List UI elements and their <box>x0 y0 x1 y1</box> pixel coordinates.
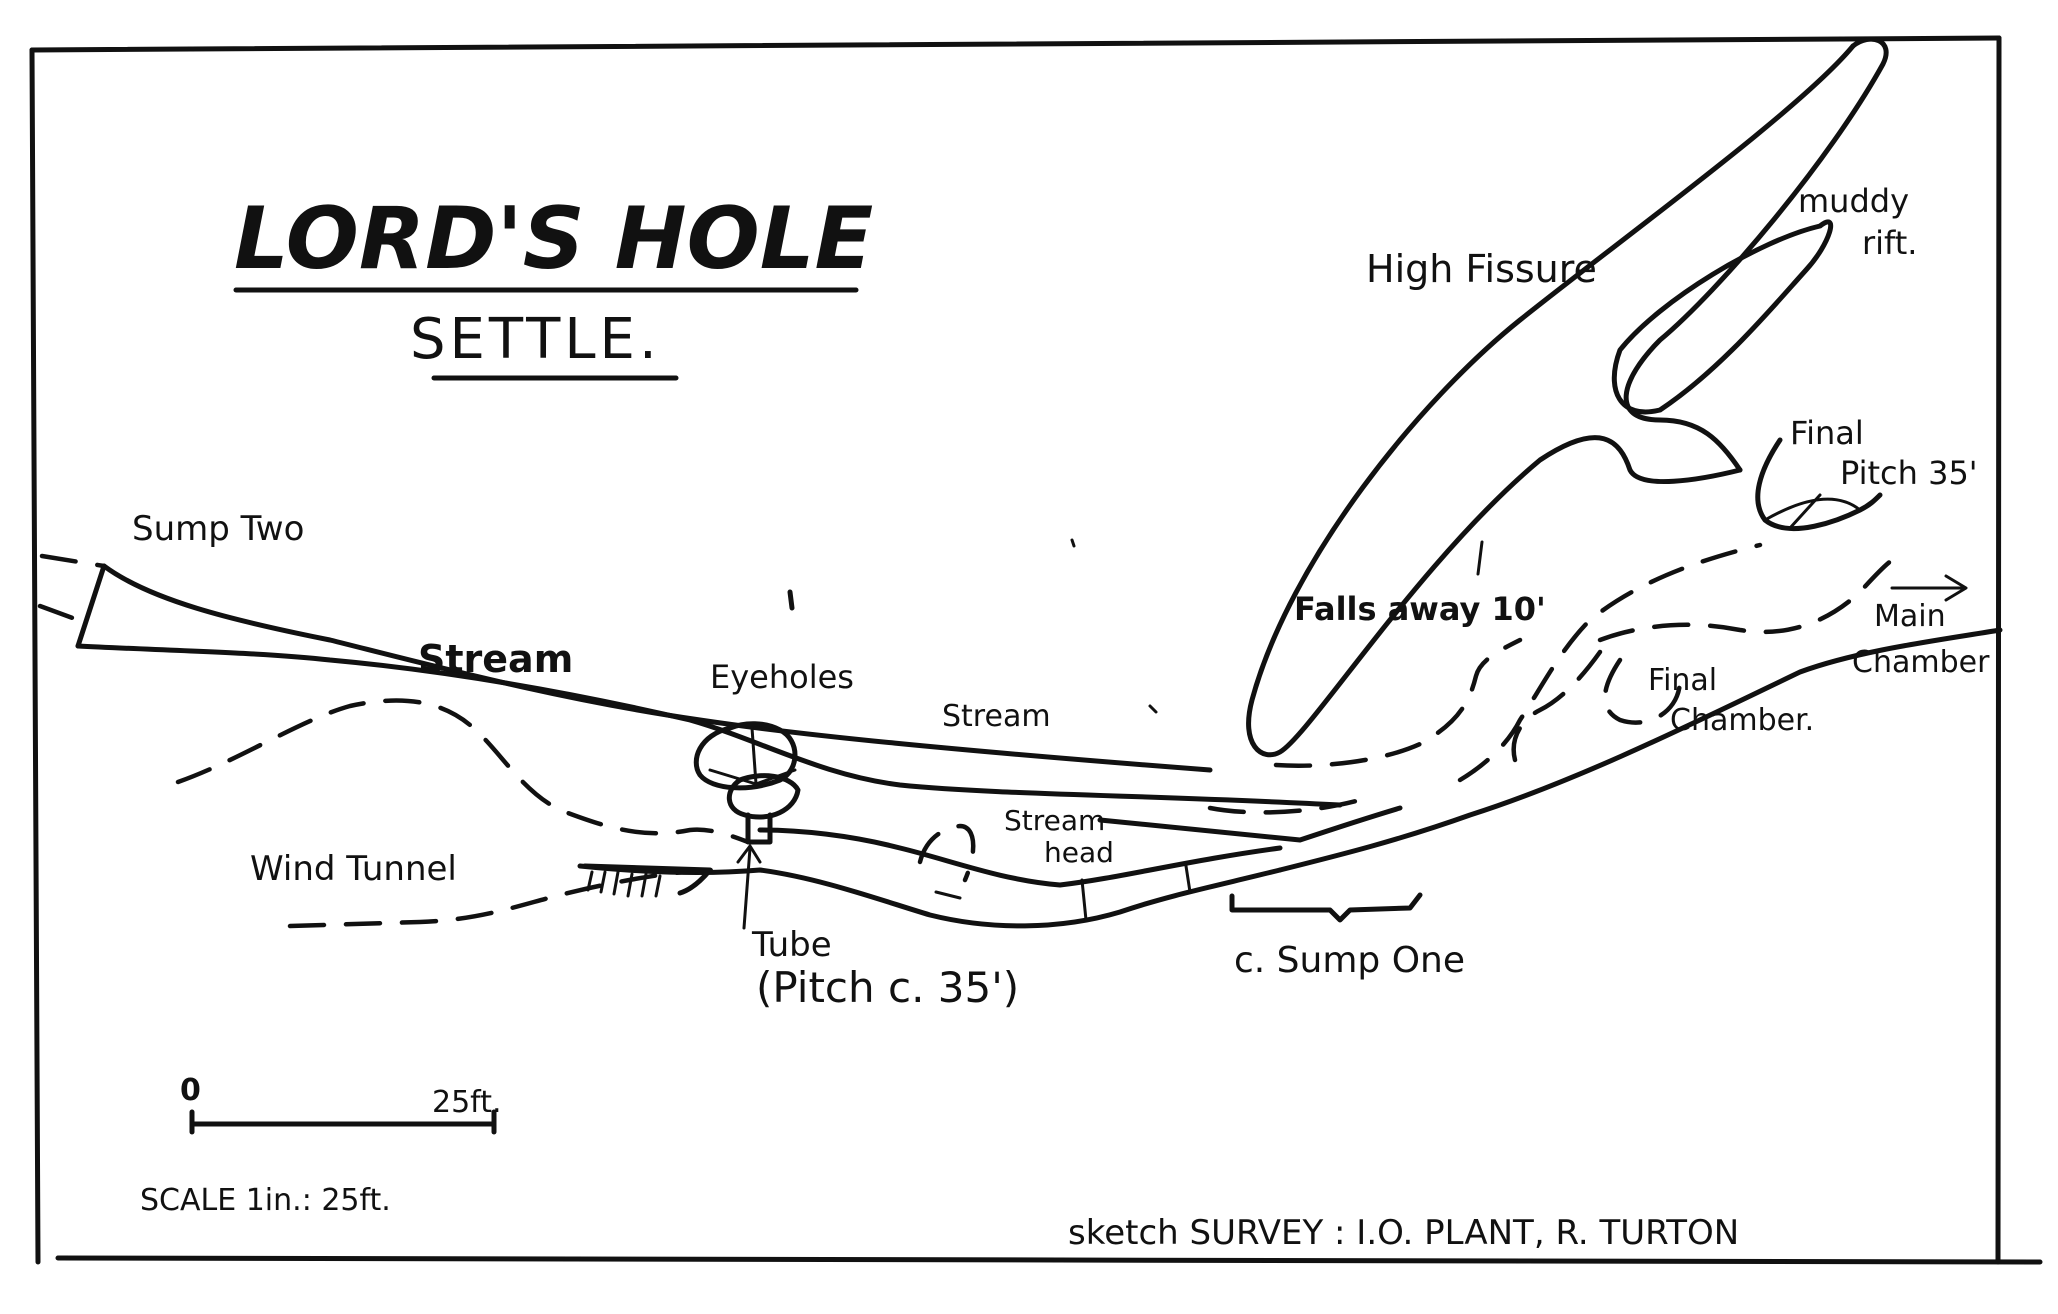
tube-pointer <box>736 844 762 930</box>
label-stream-1: Stream <box>418 637 573 681</box>
main-chamber-arrow <box>1890 574 1968 602</box>
label-stream-2: Stream <box>942 699 1051 734</box>
map-title: LORD'S HOLE <box>234 189 873 289</box>
label-eyeholes: Eyeholes <box>710 658 854 696</box>
high-fissure <box>1246 36 1889 758</box>
map-subtitle: SETTLE. <box>410 307 661 372</box>
label-tube: Tube <box>751 925 832 965</box>
label-rift: rift. <box>1862 224 1917 262</box>
scale-bar <box>189 1109 497 1135</box>
scale-start-label: 0 <box>180 1073 201 1108</box>
map-border <box>29 35 2043 1265</box>
label-main-2: Chamber <box>1852 645 1990 680</box>
label-falls-away: Falls away 10' <box>1294 590 1546 628</box>
pen-mark <box>1070 538 1076 548</box>
scale-text: SCALE 1in.: 25ft. <box>140 1183 391 1218</box>
main-passage <box>75 563 1343 808</box>
boulder-hatching <box>582 863 713 898</box>
dashed-outlines <box>37 542 1903 929</box>
falls-away-pointer <box>1476 540 1484 576</box>
pen-mark <box>1148 704 1158 714</box>
label-final-pitch-2: Pitch 35' <box>1840 454 1978 492</box>
label-tube-pitch: (Pitch c. 35') <box>756 963 1019 1012</box>
label-muddy: muddy <box>1798 182 1909 220</box>
pen-mark <box>787 589 795 611</box>
label-stream-head-2: head <box>1044 836 1114 869</box>
label-final-chamber-2: Chamber. <box>1670 703 1814 738</box>
label-sump-one: c. Sump One <box>1234 940 1465 981</box>
label-high-fissure: High Fissure <box>1366 247 1597 291</box>
label-final-chamber-1: Final <box>1648 663 1717 698</box>
label-sump-two: Sump Two <box>132 509 304 549</box>
label-wind-tunnel: Wind Tunnel <box>250 849 457 889</box>
sump-one-bracket <box>1229 892 1423 923</box>
eyeholes-feature <box>693 721 801 845</box>
survey-credit: sketch SURVEY : I.O. PLANT, R. TURTON <box>1068 1213 1739 1253</box>
label-main-1: Main <box>1874 599 1946 634</box>
label-stream-head-1: Stream <box>1004 804 1105 837</box>
scale-end-label: 25ft. <box>432 1085 502 1120</box>
label-final-pitch-1: Final <box>1790 414 1864 452</box>
